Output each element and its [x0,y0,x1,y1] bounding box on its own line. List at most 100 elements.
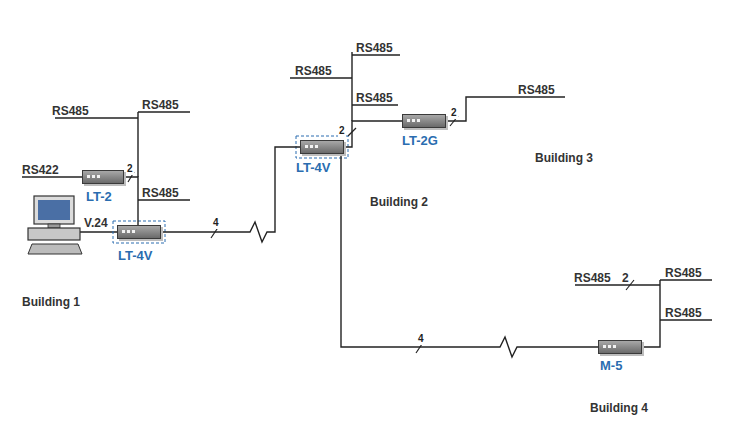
led-dot [310,145,313,148]
bus-line [642,280,660,347]
led-dot [315,145,318,148]
house-shape [557,198,732,378]
signal-name-holder: RS485 [142,183,179,201]
building-name: Building 2 [370,196,428,210]
signal-name: RS485 [142,187,179,201]
signal-name-holder: RS485 [665,263,702,281]
device-name-holder: LT-4V [118,246,152,264]
signal-name: RS422 [22,164,59,178]
device-box: LT-2 [82,170,124,184]
building-outline: Building 3 [502,4,700,135]
link-line [344,121,402,147]
device-name: LT-2 [86,190,112,205]
signal-name-holder: RS485 [665,303,702,321]
signal-name: RS485 [518,84,555,98]
device-name-holder: LT-4V [296,158,330,176]
signal-name-holder: RS485 [356,38,393,56]
led-dot [305,145,308,148]
computer-icon [28,196,82,254]
signal-name: RS485 [52,105,89,119]
house-shadow [6,46,255,284]
signal-name: RS485 [665,267,702,281]
wire-count-holder: 4 [417,328,425,346]
wire-count: 4 [212,217,220,229]
signal-name: RS485 [356,92,393,106]
building-outline: Building 1LT-2LT-4V [2,42,251,280]
bus-line [351,52,352,121]
led-dot [132,230,135,233]
led-dot [97,175,100,178]
dashed-frames [113,136,348,243]
wire-count-holder: 2 [450,102,458,120]
signal-name-holder: RS485 [295,61,332,79]
building-name: Building 3 [535,152,593,166]
building-name-holder: Building 3 [535,148,593,166]
device-name-holder: M-5 [600,356,622,374]
wire-count-holder: 4 [212,212,220,230]
house-wall [557,198,732,378]
led-dot [417,119,420,122]
signal-name-holder: RS485 [574,268,611,286]
link-line [124,177,138,225]
building-outline: Building 4M-5 [557,198,732,378]
serial-cable [80,231,117,232]
stand [48,224,60,228]
signal-name-holder: RS485 [518,80,555,98]
building-name-holder: Building 4 [590,398,648,416]
signal-name-holder: RS422 [22,160,59,178]
wire-count-holder: 2 [622,268,629,286]
device-box: LT-2G [402,114,446,128]
wire-count: 2 [622,272,629,286]
dashed-frame [296,136,348,158]
wire-count-holder: 2 [338,120,346,138]
house-shadow [506,8,704,139]
width-slashes [128,116,634,353]
led-dot [613,345,616,348]
house-wall [252,8,472,185]
building-name: Building 4 [590,402,648,416]
monitor [34,196,74,224]
house-shape [502,4,700,135]
signal-name: RS485 [142,99,179,113]
house-shadow [256,12,476,189]
device-box: M-5 [598,340,642,354]
device-name-holder: LT-2 [86,187,112,205]
link-line [446,97,512,121]
house-shape [2,42,251,280]
signal-name: RS485 [295,65,332,79]
signal-name: RS485 [665,307,702,321]
led-dot [407,119,410,122]
building-name-holder: Building 1 [22,292,80,310]
led-dot [412,119,415,122]
wire-count: 2 [338,125,346,137]
device-box: LT-4V [117,225,161,239]
device-name: M-5 [600,359,622,374]
building-name: Building 1 [22,296,80,310]
signal-name-holder: RS485 [356,88,393,106]
signal-name: RS485 [574,272,611,286]
building-name-holder: Building 2 [370,192,428,210]
wire-count: 2 [126,163,134,175]
house-wall [2,42,251,280]
keyboard [28,244,82,254]
house-shadow [561,202,736,382]
dashed-frame [113,221,165,243]
device-box: LT-4V [300,140,344,154]
led-dot [92,175,95,178]
bus-line [137,112,138,177]
screen [38,200,70,220]
case [28,228,80,240]
device-name-holder: LT-2G [402,131,438,149]
wire-count: 2 [450,107,458,119]
signal-name: RS485 [356,42,393,56]
link-line [341,154,598,357]
led-dot [87,175,90,178]
device-name: LT-4V [296,161,330,176]
bus-lines [22,52,712,347]
device-name: LT-4V [118,249,152,264]
device-name: LT-2G [402,134,438,149]
link-line [161,147,300,242]
